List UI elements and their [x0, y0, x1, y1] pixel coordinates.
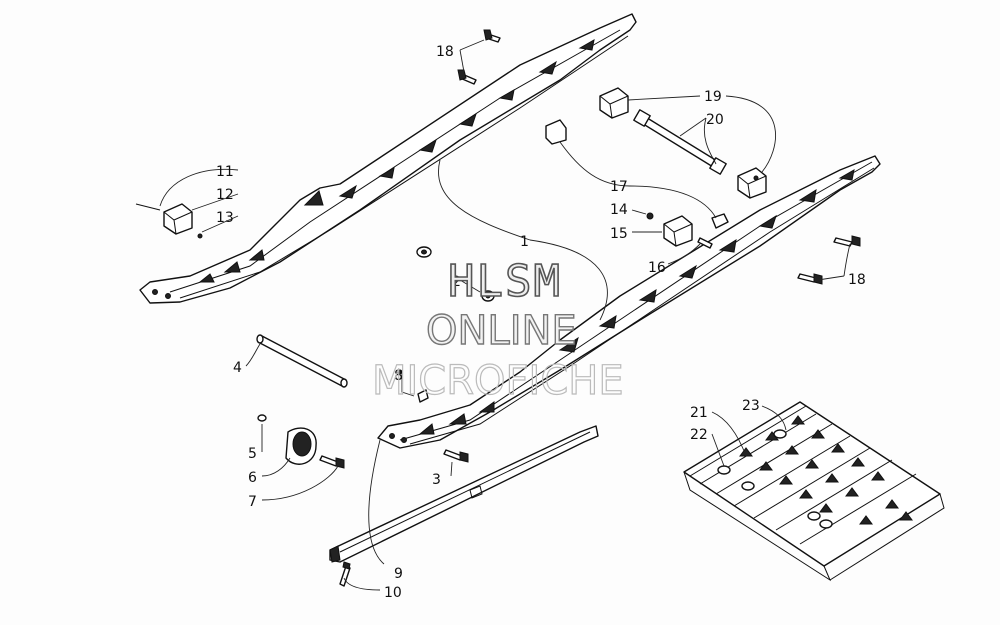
callout-7: 7 [248, 494, 257, 510]
callout-14: 14 [610, 202, 628, 218]
callout-18-top: 18 [436, 44, 454, 60]
leader-lines [159, 39, 851, 591]
callout-18-right: 18 [848, 272, 866, 288]
callout-23: 23 [742, 398, 760, 414]
callout-16: 16 [648, 260, 666, 276]
callout-12: 12 [216, 187, 234, 203]
callout-19: 19 [704, 89, 722, 105]
rear-axle [633, 109, 727, 175]
watermark-line-2: ONLINE [426, 308, 577, 354]
callout-20: 20 [706, 112, 724, 128]
track-section [683, 401, 945, 582]
small-hardware [397, 369, 469, 463]
callout-13: 13 [216, 210, 234, 226]
watermark: HLSM ONLINE MICROFICHE [371, 255, 624, 404]
callout-15: 15 [610, 226, 628, 242]
callout-17: 17 [610, 179, 628, 195]
wear-strip-screw [339, 561, 351, 587]
washers [416, 246, 495, 302]
callout-11: 11 [216, 164, 234, 180]
callout-1: 1 [520, 234, 529, 250]
idler-block-lower [737, 167, 767, 199]
left-slide-rail [139, 13, 637, 304]
callout-3: 3 [432, 472, 441, 488]
right-slide-rail [377, 155, 881, 449]
callout-2: 2 [452, 274, 461, 290]
watermark-line-3: MICROFICHE [372, 358, 624, 404]
idler-block-upper [599, 87, 629, 119]
front-cross-shaft [256, 334, 348, 388]
callout-5: 5 [248, 446, 257, 462]
callout-6: 6 [248, 470, 257, 486]
front-stop-block [135, 203, 203, 239]
callout-22: 22 [690, 427, 708, 443]
callout-9: 9 [394, 566, 403, 582]
callout-10: 10 [384, 585, 402, 601]
callout-8: 8 [394, 368, 403, 384]
callout-4: 4 [233, 360, 242, 376]
callout-labels: 1 2 3 4 5 6 7 8 9 10 11 12 13 14 15 16 1… [216, 44, 866, 601]
callout-21: 21 [690, 405, 708, 421]
rail-bolts-right [797, 235, 861, 285]
rail-pulley [257, 414, 345, 469]
wear-strip [329, 425, 599, 563]
rear-block-hardware [646, 212, 729, 249]
spacer-bushing [545, 119, 567, 145]
rail-bolts-top [457, 29, 501, 85]
watermark-line-1: HLSM [448, 256, 562, 307]
